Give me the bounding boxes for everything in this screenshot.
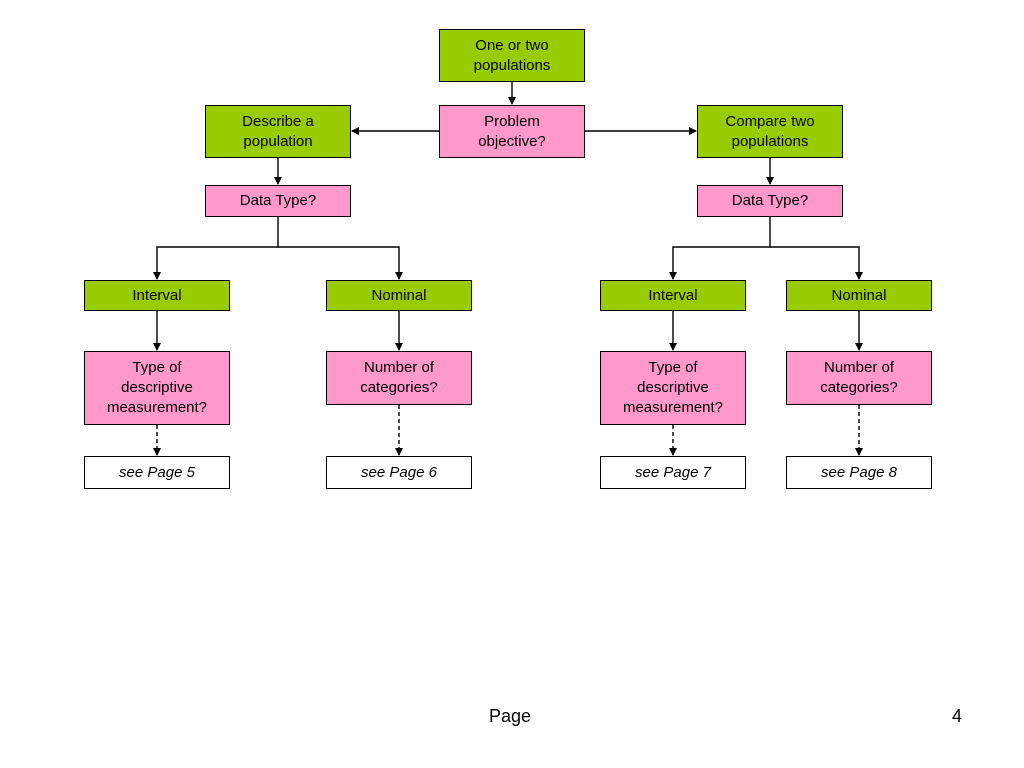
node-left-data-type: Data Type? (205, 185, 351, 217)
node-left-type-of-measurement: Type of descriptive measurement? (84, 351, 230, 425)
ref-see-page-6[interactable]: see Page 6 (326, 456, 472, 489)
node-left-number-of-categories: Number of categories? (326, 351, 472, 405)
node-right-interval: Interval (600, 280, 746, 311)
node-one-or-two-populations: One or two populations (439, 29, 585, 82)
node-left-interval: Interval (84, 280, 230, 311)
ref-see-page-8[interactable]: see Page 8 (786, 456, 932, 489)
connector-right-datatype-branch (669, 217, 771, 280)
node-right-number-of-categories: Number of categories? (786, 351, 932, 405)
footer-page-number: 4 (952, 706, 963, 726)
footer-page-label: Page (489, 706, 532, 726)
node-right-data-type: Data Type? (697, 185, 843, 217)
node-describe-a-population: Describe a population (205, 105, 351, 158)
ref-see-page-5[interactable]: see Page 5 (84, 456, 230, 489)
connector-right-datatype-branch-nominal (770, 246, 863, 280)
node-left-nominal: Nominal (326, 280, 472, 311)
node-right-nominal: Nominal (786, 280, 932, 311)
node-compare-two-populations: Compare two populations (697, 105, 843, 158)
connector-left-datatype-branch-nominal (278, 246, 403, 280)
ref-see-page-7[interactable]: see Page 7 (600, 456, 746, 489)
connector-left-datatype-branch (153, 217, 279, 280)
node-right-type-of-measurement: Type of descriptive measurement? (600, 351, 746, 425)
node-problem-objective: Problem objective? (439, 105, 585, 158)
